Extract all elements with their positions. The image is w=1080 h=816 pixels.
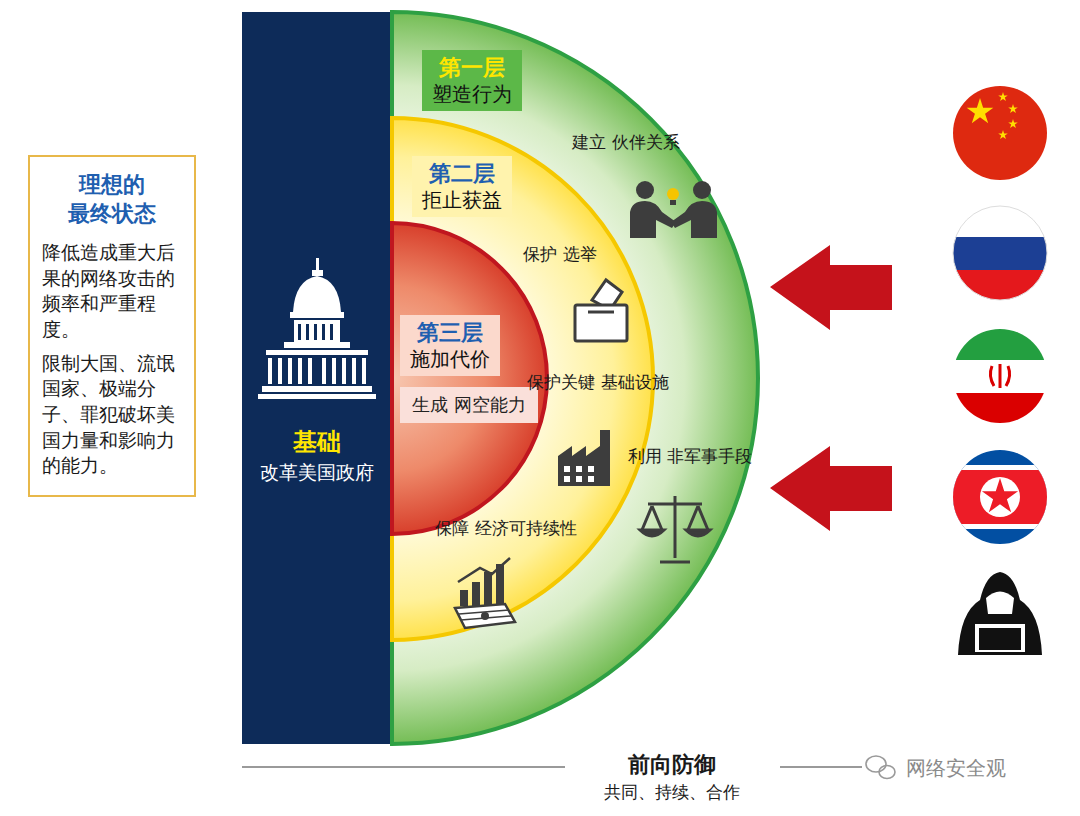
threat-arrow [770, 245, 892, 330]
foundation-text: 改革美国政府 [242, 460, 392, 486]
layer-number: 第一层 [432, 54, 512, 82]
hacker-icon [958, 572, 1042, 655]
russia-flag [950, 203, 1050, 304]
box-body: 降低造成重大后果的网络攻击的频率和严重程度。 [42, 240, 182, 343]
scales-icon [640, 496, 710, 562]
rule-line [780, 766, 862, 768]
factory-icon [558, 430, 610, 486]
foundation-heading: 基础 [242, 426, 392, 458]
end-state-box: 理想的 最终状态降低造成重大后果的网络攻击的频率和严重程度。限制大国、流氓国家、… [28, 155, 196, 497]
ring-shape [392, 223, 547, 534]
layer-item: 保障 经济可持续性 [435, 518, 576, 539]
china-flag [950, 83, 1050, 183]
layer-name: 拒止获益 [422, 188, 502, 213]
capability-box: 生成 网空能力 [400, 387, 538, 423]
wechat-icon [866, 756, 895, 779]
box-heading: 理想的 最终状态 [42, 171, 182, 228]
layer-item: 保护 选举 [523, 244, 596, 265]
layer-name: 塑造行为 [432, 82, 512, 107]
capability-text: 生成 网空能力 [412, 393, 526, 417]
layer-number: 第二层 [422, 160, 502, 188]
box-body: 限制大国、流氓国家、极端分子、罪犯破坏美国力量和影响力的能力。 [42, 351, 182, 479]
watermark: 网络安全观 [906, 756, 1006, 780]
capitol-icon [258, 258, 376, 399]
layer-number: 第三层 [410, 319, 490, 347]
layer-name: 施加代价 [410, 347, 490, 372]
layer-item: 利用 非军事手段 [628, 446, 752, 467]
partnership-icon [630, 181, 717, 238]
layer-title-box: 第一层塑造行为 [422, 50, 522, 111]
bottom-subtitle: 共同、持续、合作 [604, 782, 740, 802]
layer-title-box: 第三层施加代价 [400, 315, 500, 376]
rule-line [242, 766, 565, 768]
economy-icon [455, 558, 515, 628]
ballot-box-icon [575, 280, 627, 341]
north-korea-flag [950, 447, 1050, 547]
bottom-heading: 前向防御 [624, 752, 720, 778]
layer-item: 保护关键 基础设施 [527, 372, 668, 393]
foundation-bar: 基础改革美国政府 [242, 12, 392, 744]
layer-title-box: 第二层拒止获益 [412, 156, 512, 217]
threat-arrow [770, 446, 892, 531]
iran-flag [950, 326, 1050, 427]
layer-ring: 第三层施加代价生成 网空能力 [392, 223, 547, 534]
layer-item: 建立 伙伴关系 [572, 132, 679, 153]
